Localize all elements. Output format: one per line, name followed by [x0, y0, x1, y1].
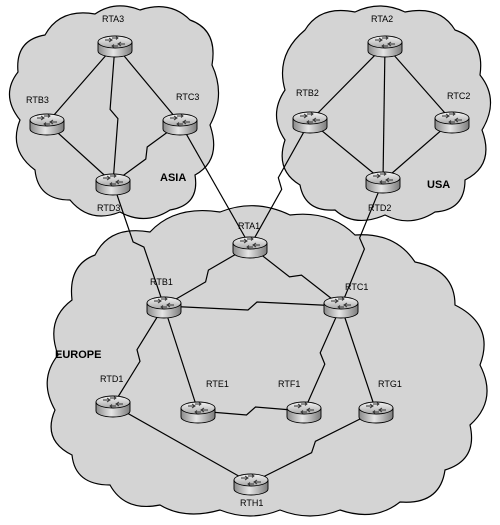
link-rta3-rtc3	[114, 44, 181, 124]
link-rta2-rtd2	[382, 44, 386, 182]
router-rtf1-icon	[286, 401, 322, 424]
router-rtc1[interactable]: RTC1	[323, 282, 368, 319]
region-label-usa: USA	[427, 179, 450, 191]
router-rth1-label: RTH1	[240, 498, 263, 508]
router-rtb2-icon	[292, 111, 328, 134]
router-rtb3-icon	[29, 113, 65, 136]
link-rtc1-rtf1	[303, 305, 342, 412]
router-rtd2-label: RTD2	[368, 203, 391, 213]
link-rtb1-rtd1	[112, 305, 165, 406]
link-rtd3-rtb1	[112, 182, 165, 307]
router-rtf1[interactable]: RTF1	[278, 379, 322, 424]
router-rtd1-icon	[95, 395, 131, 418]
router-rta2-label: RTA2	[371, 14, 393, 24]
asia-cloud	[8, 5, 220, 220]
router-rta2[interactable]: RTA2	[367, 14, 403, 58]
router-rtb1-label: RTB1	[150, 277, 173, 287]
region-label-asia: ASIA	[160, 172, 186, 184]
link-rta3-rtd3	[109, 44, 119, 184]
router-rtg1-icon	[358, 401, 394, 424]
link-rta2-rtb2	[309, 44, 386, 122]
router-rta3-icon	[97, 35, 133, 58]
link-rta2-rtc2	[384, 44, 453, 122]
router-rtb2[interactable]: RTB2	[292, 88, 328, 134]
router-rtg1-label: RTG1	[378, 379, 402, 389]
router-rtd3[interactable]: RTD3	[95, 173, 131, 213]
router-rtc2-icon	[434, 111, 470, 134]
router-rtb2-label: RTB2	[296, 88, 319, 98]
router-rta2-icon	[367, 35, 403, 58]
router-rtb1[interactable]: RTB1	[146, 277, 182, 319]
link-rtc3-rta1	[179, 122, 251, 247]
router-rta1-icon	[232, 236, 268, 259]
router-rtd2[interactable]: RTD2	[365, 171, 401, 213]
region-label-europe: EUROPE	[55, 349, 101, 361]
link-rtc1-rtg1	[340, 305, 377, 412]
link-rtc3-rtd3	[112, 122, 181, 184]
router-rta3-label: RTA3	[102, 14, 124, 24]
router-rtd3-label: RTD3	[97, 203, 120, 213]
router-rth1-icon	[233, 473, 269, 496]
link-rta3-rtb3	[46, 44, 116, 124]
router-rtb1-icon	[146, 296, 182, 319]
link-rtd1-rth1	[112, 404, 252, 484]
router-rtc3-label: RTC3	[176, 92, 199, 102]
link-rtb2-rta1	[249, 120, 311, 247]
router-rtb3[interactable]: RTB3	[26, 95, 65, 136]
router-rta1-label: RTA1	[238, 221, 260, 231]
router-rte1-icon	[180, 401, 216, 424]
link-rtg1-rth1	[250, 410, 377, 484]
router-rtb3-label: RTB3	[26, 95, 49, 105]
router-rte1[interactable]: RTE1	[180, 379, 229, 424]
router-rtd1-label: RTD1	[100, 374, 123, 384]
router-rtd1[interactable]: RTD1	[95, 374, 131, 418]
router-rta1[interactable]: RTA1	[232, 221, 268, 259]
link-rtb1-rtc1	[163, 301, 342, 311]
router-rtc3-icon	[162, 113, 198, 136]
router-rth1[interactable]: RTH1	[233, 473, 269, 508]
europe-cloud	[46, 205, 488, 517]
link-rta1-rtb1	[163, 245, 251, 307]
router-rte1-label: RTE1	[206, 379, 229, 389]
router-rtg1[interactable]: RTG1	[358, 379, 402, 424]
router-rtc1-icon	[323, 296, 359, 319]
link-rtd2-rtc1	[340, 180, 384, 307]
router-rtc2-label: RTC2	[447, 91, 470, 101]
router-rtc3[interactable]: RTC3	[162, 92, 199, 136]
link-rta1-rtc1	[249, 245, 342, 307]
link-rtb1-rte1	[163, 305, 199, 412]
router-rtc1-label: RTC1	[345, 282, 368, 292]
router-rtd2-icon	[365, 171, 401, 194]
router-rta3[interactable]: RTA3	[97, 14, 133, 58]
router-rtf1-label: RTF1	[278, 379, 300, 389]
link-rte1-rtf1	[197, 406, 305, 416]
router-rtd3-icon	[95, 173, 131, 196]
router-rtc2[interactable]: RTC2	[434, 91, 470, 134]
